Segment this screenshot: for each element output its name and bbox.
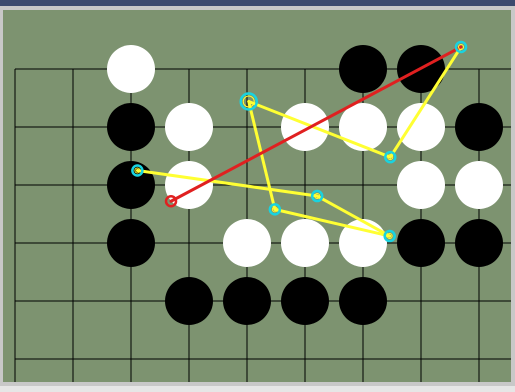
black-stone[interactable]	[165, 277, 213, 325]
black-stone[interactable]	[107, 161, 155, 209]
black-stone[interactable]	[339, 45, 387, 93]
black-stone[interactable]	[397, 219, 445, 267]
black-stone[interactable]	[281, 277, 329, 325]
white-stone[interactable]	[339, 103, 387, 151]
white-stone[interactable]	[455, 161, 503, 209]
white-stone[interactable]	[165, 103, 213, 151]
black-stone[interactable]	[339, 277, 387, 325]
white-stone[interactable]	[397, 161, 445, 209]
status-bar	[0, 386, 515, 392]
white-stone[interactable]	[223, 219, 271, 267]
black-stone[interactable]	[223, 277, 271, 325]
black-stone[interactable]	[107, 103, 155, 151]
board-canvas[interactable]	[3, 10, 511, 382]
black-stone[interactable]	[455, 103, 503, 151]
black-stone[interactable]	[107, 219, 155, 267]
go-board[interactable]	[3, 10, 511, 382]
black-stone[interactable]	[455, 219, 503, 267]
white-stone[interactable]	[281, 219, 329, 267]
white-stone[interactable]	[281, 103, 329, 151]
white-stone[interactable]	[107, 45, 155, 93]
